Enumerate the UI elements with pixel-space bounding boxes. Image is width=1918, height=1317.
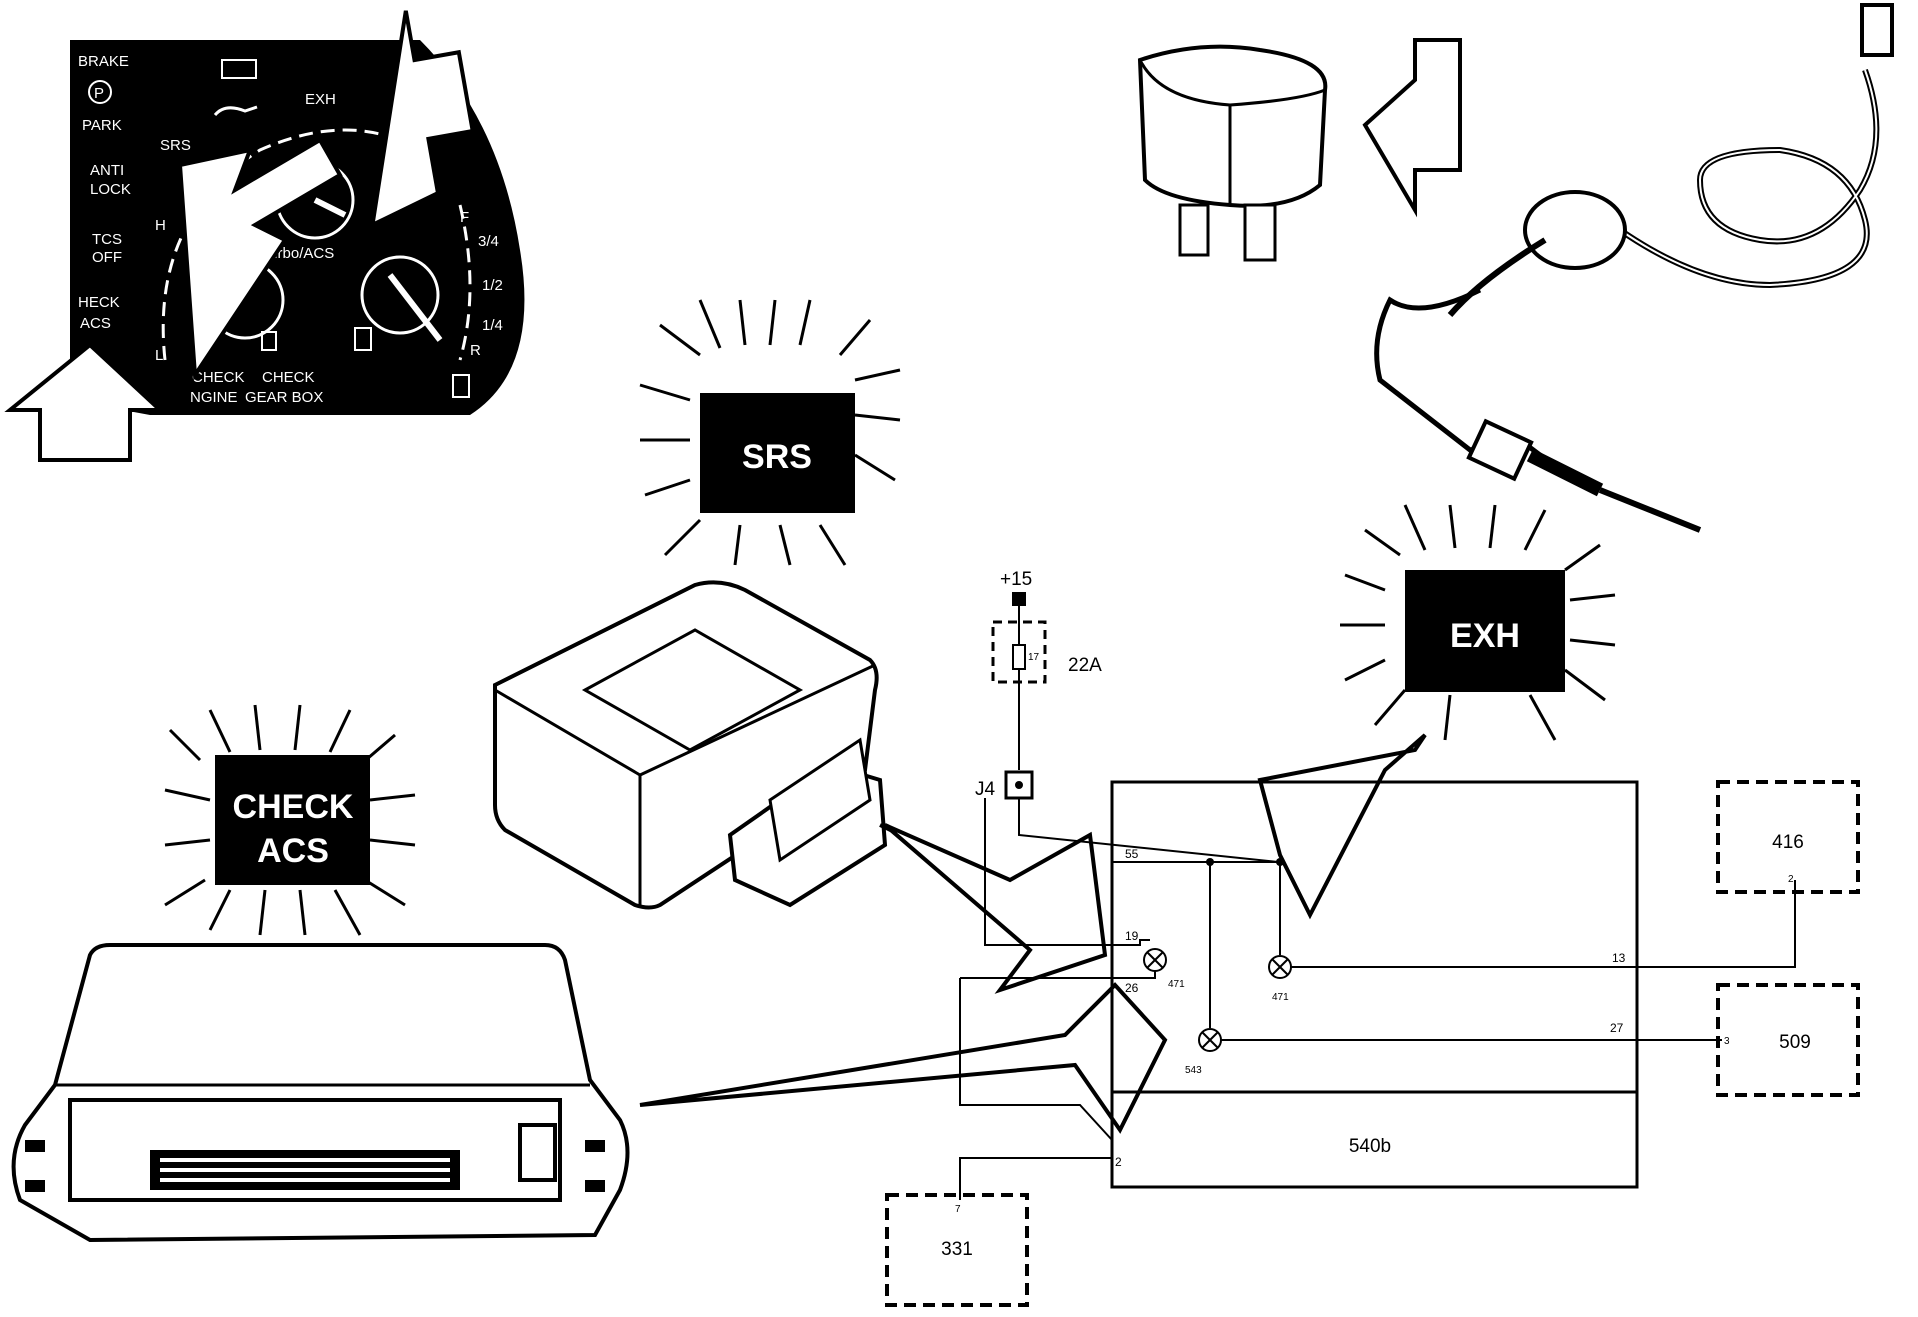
- supply-terminal: [1012, 592, 1026, 606]
- relay-module: [1137, 38, 1462, 262]
- svg-text:P: P: [94, 85, 104, 102]
- exh-warning-lamp: EXH: [1340, 504, 1616, 741]
- box-331-pin: 7: [955, 1204, 961, 1215]
- pointer-arrow-srs: [177, 137, 343, 381]
- bulb-543-icon: [1198, 1028, 1222, 1052]
- box-540b-label: 540b: [1349, 1136, 1391, 1157]
- box-416-label: 416: [1772, 832, 1804, 853]
- tcs-label: TCS: [92, 231, 122, 248]
- check-label: HECK: [78, 294, 120, 311]
- off-label: OFF: [92, 249, 122, 266]
- fuse-label: 22A: [1068, 655, 1102, 676]
- oil-can-icon: [213, 105, 258, 117]
- fuse-icon: [1012, 644, 1026, 670]
- exh-lamp-text: EXH: [1450, 617, 1520, 655]
- srs-to-schematic-arrow: [883, 823, 1108, 994]
- box-416: [1716, 780, 1860, 894]
- exh-label: EXH: [305, 91, 336, 108]
- gauge-half-label: 1/2: [482, 277, 503, 294]
- bulb-471-left-icon: [1143, 948, 1167, 972]
- gauge-r-label: R: [470, 342, 481, 359]
- box-509: [1716, 983, 1860, 1097]
- bulb-471b-label: 471: [1272, 992, 1289, 1003]
- pin-26-label: 26: [1125, 981, 1139, 995]
- park-label: PARK: [82, 117, 122, 134]
- pin-55-label: 55: [1125, 847, 1139, 861]
- srs-lamp-text: SRS: [742, 438, 812, 476]
- acs-to-schematic-arrow: [639, 982, 1168, 1134]
- bulb-471-right-icon: [1268, 955, 1292, 979]
- parking-brake-icon: [88, 80, 112, 104]
- fuse-number: 17: [1028, 652, 1040, 663]
- fuel-pump-icon: [354, 327, 372, 351]
- lock-label: LOCK: [90, 181, 131, 198]
- relay-pointer-arrow: [1362, 38, 1462, 218]
- connector-j4-label: J4: [975, 779, 996, 800]
- check-gearbox-label-1: CHECK: [262, 369, 315, 386]
- box-509-pin: 3: [1724, 1036, 1730, 1047]
- box-416-pin: 2: [1788, 874, 1794, 885]
- acs-label: ACS: [80, 315, 111, 332]
- brake-label: BRAKE: [78, 53, 129, 70]
- coolant-temp-icon: [261, 331, 277, 351]
- srs-label: SRS: [160, 137, 191, 154]
- pointer-arrow-exh: [369, 10, 476, 229]
- instrument-cluster: BRAKE P PARK EXH SRS ANTI LOCK TCS OFF H…: [4, 10, 525, 462]
- box-331-label: 331: [941, 1239, 973, 1260]
- fuse-box: [991, 620, 1047, 684]
- acs-control-module: [11, 943, 630, 1243]
- bulb-471a-label: 471: [1168, 979, 1185, 990]
- turbo-label: turbo/ACS: [265, 245, 334, 262]
- pin-19-label: 19: [1125, 929, 1139, 943]
- instrument-cluster-box: [1110, 780, 1639, 1189]
- check-acs-lamp-text-1: CHECK: [233, 788, 354, 826]
- gauge-h-label: H: [155, 217, 166, 234]
- bulb-543-label: 543: [1185, 1065, 1202, 1076]
- check-acs-warning-lamp: CHECK ACS: [164, 704, 416, 936]
- gauge-quarter-label: 1/4: [482, 317, 503, 334]
- gauge-3q-label: 3/4: [478, 233, 499, 250]
- anti-label: ANTI: [90, 162, 124, 179]
- box-331: [885, 1193, 1029, 1307]
- pointer-arrow-check-acs: [4, 342, 166, 462]
- check-acs-lamp-text-2: ACS: [257, 832, 329, 870]
- gauge-f-label: F: [460, 209, 469, 226]
- pin-13-label: 13: [1612, 951, 1626, 965]
- check-engine-label-1: CHECK: [192, 369, 245, 386]
- srs-control-module: [493, 580, 1081, 922]
- box-509-label: 509: [1779, 1032, 1811, 1053]
- battery-icon: [221, 59, 257, 79]
- pin-2-label: 2: [1115, 1155, 1122, 1169]
- check-engine-label-2: NGINE: [190, 389, 238, 406]
- srs-warning-lamp: SRS: [639, 299, 901, 566]
- pin-27-label: 27: [1610, 1021, 1624, 1035]
- exhaust-temp-sensor: [1374, 3, 1894, 533]
- wiring-schematic: +15 17 22A J4 540b 55 19 471 26: [885, 569, 1860, 1307]
- gauge-l-label: L: [155, 347, 163, 364]
- check-gearbox-label-2: GEAR BOX: [245, 389, 323, 406]
- supply-label: +15: [1000, 569, 1032, 590]
- fuel-reserve-icon: [452, 374, 470, 398]
- exh-to-schematic-arrow: [1257, 733, 1427, 920]
